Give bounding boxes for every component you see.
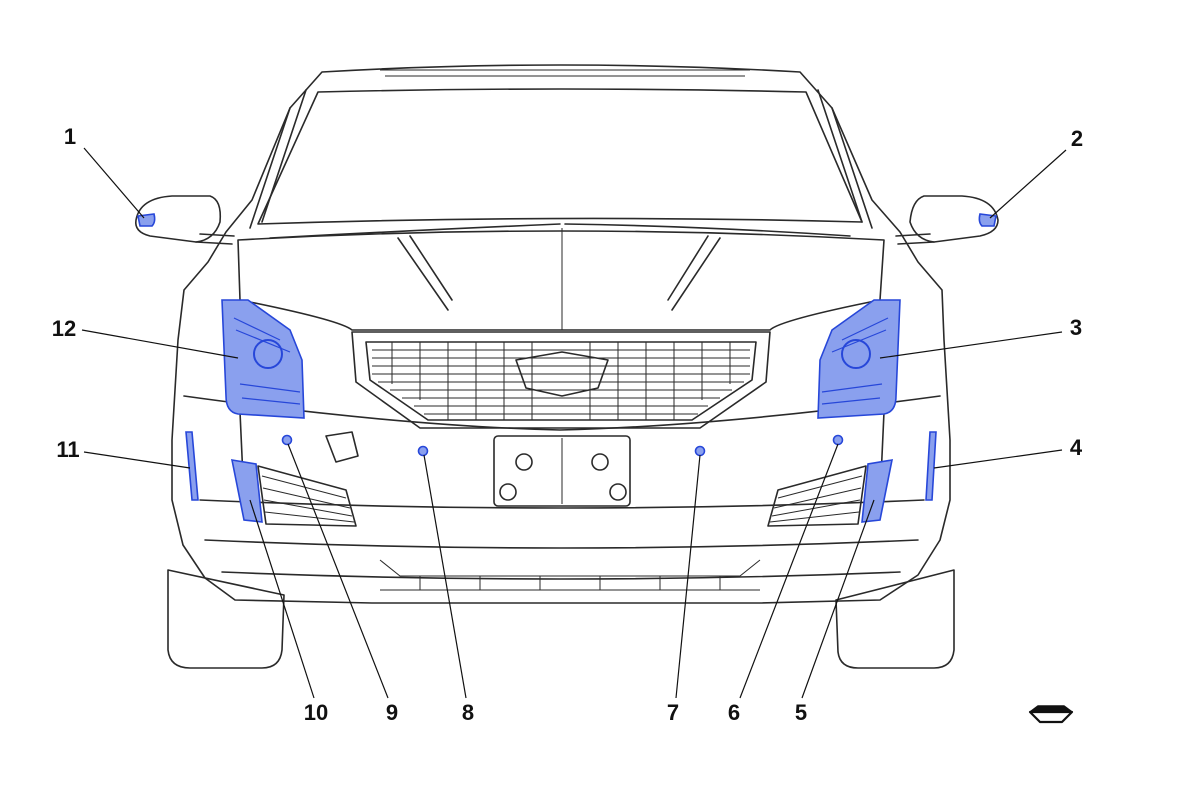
lower-intake-left-slats: [261, 475, 355, 523]
callout-10: 10: [304, 700, 328, 725]
headlamp-left-details: [233, 317, 301, 405]
callout-11: 11: [56, 437, 79, 462]
plate-screw-1: [515, 453, 533, 471]
plate-screw-4: [609, 483, 627, 501]
leader-line-12: [81, 329, 239, 359]
mirror-turn-signal-right: [978, 213, 997, 227]
callout-1: 1: [64, 124, 76, 149]
leader-line-4: [933, 449, 1063, 469]
windshield: [257, 88, 863, 225]
wiper: [269, 223, 851, 239]
side-marker-right: [925, 431, 937, 501]
left-front-tire: [167, 569, 285, 669]
forward-direction-arrow-icon: [1028, 705, 1074, 724]
fog-lamp-right: [861, 459, 894, 523]
grille-inner: [365, 341, 757, 421]
lower-intake-right: [767, 465, 867, 527]
callout-4: 4: [1070, 435, 1083, 460]
side-mirror-right: [909, 195, 999, 243]
leader-line-5: [801, 499, 875, 699]
leader-line-7: [675, 454, 701, 699]
park-sensor-7: [694, 445, 706, 457]
fog-lamp-left: [230, 459, 263, 523]
leader-line-10: [249, 499, 315, 699]
underbody-details: [379, 559, 761, 591]
lower-bumper: [204, 539, 919, 580]
side-marker-left: [185, 431, 199, 501]
headlamp-left: [221, 299, 305, 419]
license-plate: [493, 435, 631, 507]
callout-labels: 1 2 3 4 5 6 7 8 9 10 11 12: [52, 124, 1083, 725]
callout-7: 7: [667, 700, 679, 725]
side-mirror-left: [134, 195, 222, 243]
grille-frame: [351, 331, 771, 429]
leader-line-8: [423, 454, 467, 699]
brand-emblem: [515, 351, 609, 397]
callout-2: 2: [1071, 126, 1083, 151]
tow-hook-cover: [325, 431, 359, 463]
hood-vent-right: [667, 235, 721, 311]
plate-screw-3: [499, 483, 517, 501]
a-pillar-left: [249, 89, 307, 229]
vehicle-body: [134, 64, 999, 669]
front-fascia: [183, 395, 941, 431]
callout-9: 9: [386, 700, 398, 725]
hood-vent-left: [397, 235, 453, 311]
roof-line: [380, 69, 750, 77]
highlighted-components: [137, 213, 997, 523]
callout-12: 12: [52, 316, 76, 341]
leader-line-1: [83, 147, 145, 219]
right-front-tire: [835, 569, 955, 669]
park-sensor-8: [417, 445, 429, 457]
leader-line-6: [739, 443, 839, 699]
headlamp-right: [817, 299, 901, 419]
callout-5: 5: [795, 700, 807, 725]
headlamp-left-projector: [253, 339, 283, 369]
lower-intake-left: [257, 465, 357, 527]
leader-line-2: [989, 149, 1067, 219]
lower-intake-right-slats: [769, 475, 863, 523]
side-mirror-left-arm: [195, 233, 235, 245]
side-mirror-right-arm: [895, 233, 935, 245]
headlamp-right-details: [821, 317, 889, 405]
leader-line-9: [287, 443, 389, 699]
hood: [237, 230, 885, 331]
a-pillar-right: [817, 89, 873, 229]
headlamp-right-projector: [841, 339, 871, 369]
leader-line-3: [879, 331, 1063, 359]
callout-8: 8: [462, 700, 474, 725]
callout-3: 3: [1070, 315, 1082, 340]
callout-6: 6: [728, 700, 740, 725]
plate-screw-2: [591, 453, 609, 471]
fascia-lower-line: [199, 499, 925, 509]
mirror-turn-signal-left: [137, 213, 156, 227]
leader-lines: [81, 147, 1067, 699]
leader-line-11: [83, 451, 191, 469]
park-sensor-9: [281, 434, 293, 446]
park-sensor-6: [832, 434, 844, 446]
grille-bars: [372, 342, 750, 420]
